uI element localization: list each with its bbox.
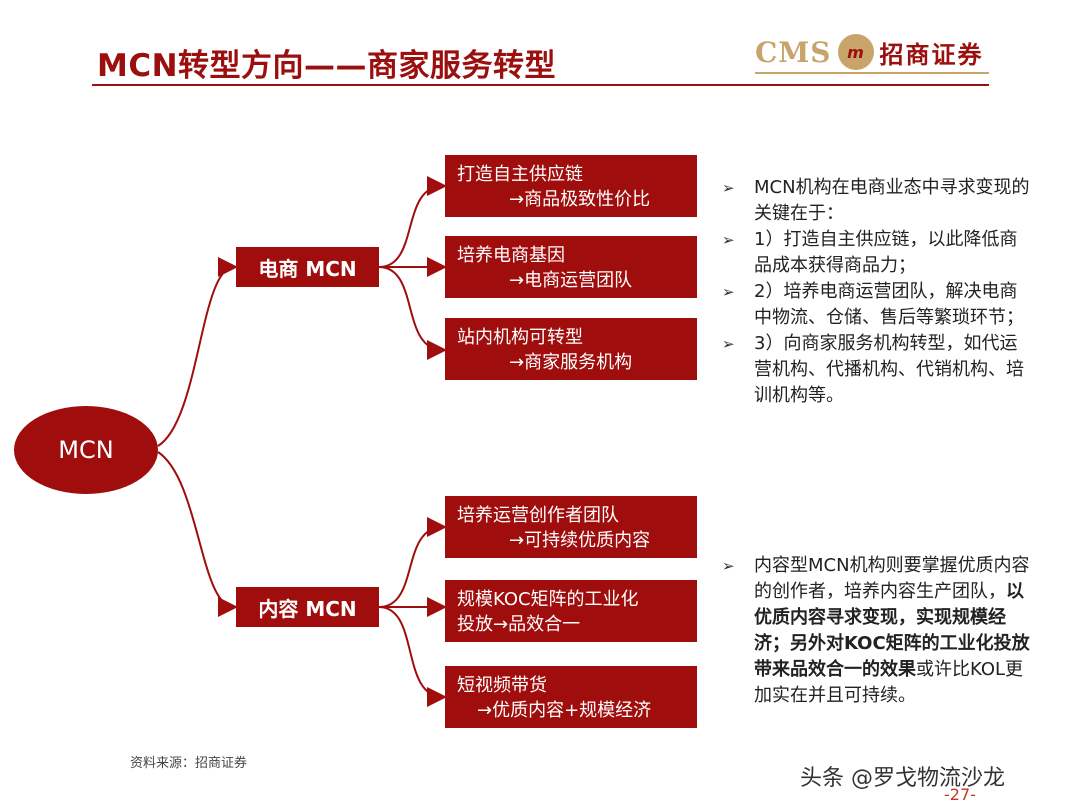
note-bold-text: 以优质内容寻求变现，实现规模经济；另外对KOC矩阵的工业化投放带来品效合一的效果 [754,581,1030,680]
leaf-line1: 站内机构可转型 [457,327,583,348]
note-plain-text: 内容型MCN机构则要掌握优质内容的创作者，培养内容生产团队， [754,555,1030,602]
bullet-item: 3）向商家服务机构转型，如代运营机构、代播机构、代销机构、培训机构等。 [722,331,1032,409]
root-node-mcn: MCN [14,406,158,494]
bullet-item: 1）打造自主供应链，以此降低商品成本获得商品力； [722,227,1032,279]
notes-ecommerce: MCN机构在电商业态中寻求变现的关键在于： 1）打造自主供应链，以此降低商品成本… [722,175,1032,409]
leaf-line2: →优质内容+规模经济 [477,700,652,721]
leaf-node-creator-team: 培养运营创作者团队 →可持续优质内容 [445,496,697,558]
leaf-line2: 投放→品效合一 [457,614,581,635]
leaf-line1: 培养电商基因 [457,245,565,266]
connector-root-content [157,451,238,617]
branch-node-content-mcn: 内容 MCN [236,587,379,627]
leaf-line1: 培养运营创作者团队 [457,505,619,526]
connector-root-ecom [157,257,238,447]
cms-logo: CMS m 招商证券 [755,30,989,74]
logo-company-name: 招商证券 [879,40,984,69]
leaf-node-supply-chain: 打造自主供应链 →商品极致性价比 [445,155,697,217]
connector-ecom-leaf1 [378,176,447,268]
page-number: -27- [944,785,976,804]
logo-underline [755,72,989,74]
watermark: 头条 @罗戈物流沙龙 [800,766,1005,791]
leaf-line2: →商家服务机构 [509,352,633,373]
leaf-line1: 规模KOC矩阵的工业化 [457,589,639,610]
branch-node-ecommerce-mcn: 电商 MCN [236,247,379,287]
logo-emblem-icon: m [837,34,874,70]
connector-ecom-leaf3 [378,266,447,360]
leaf-node-merchant-service: 站内机构可转型 →商家服务机构 [445,318,697,380]
page-title: MCN转型方向——商家服务转型 [97,48,557,84]
notes-content: 内容型MCN机构则要掌握优质内容的创作者，培养内容生产团队，以优质内容寻求变现，… [722,553,1032,709]
leaf-node-short-video: 短视频带货 →优质内容+规模经济 [445,666,697,728]
logo-cms-text: CMS [755,35,832,69]
leaf-node-koc-matrix: 规模KOC矩阵的工业化 投放→品效合一 [445,580,697,642]
leaf-node-ecom-gene: 培养电商基因 →电商运营团队 [445,236,697,298]
leaf-line1: 短视频带货 [457,675,547,696]
bullet-item: 2）培养电商运营团队，解决电商中物流、仓储、售后等繁琐环节； [722,279,1032,331]
note-tail-text: 或许比KOL更加实在并且可持续。 [754,659,1024,706]
leaf-line2: →可持续优质内容 [509,530,651,551]
leaf-line1: 打造自主供应链 [457,164,583,185]
connector-content-leaf3 [378,606,447,707]
bullet-item: MCN机构在电商业态中寻求变现的关键在于： [722,175,1032,227]
leaf-line2: →商品极致性价比 [509,189,651,210]
source-note: 资料来源：招商证券 [130,756,248,771]
bullet-item: 内容型MCN机构则要掌握优质内容的创作者，培养内容生产团队，以优质内容寻求变现，… [722,553,1032,709]
leaf-line2: →电商运营团队 [509,270,633,291]
title-rule [92,84,989,86]
connector-content-leaf1 [378,517,447,608]
